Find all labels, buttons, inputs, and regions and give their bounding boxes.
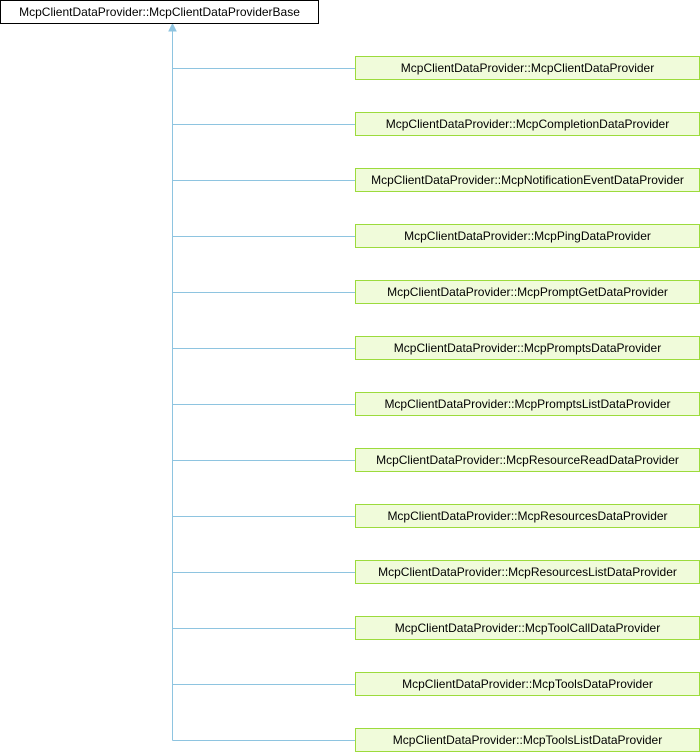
derived-class-node[interactable]: McpClientDataProvider::McpToolCallDataPr… <box>355 616 700 640</box>
derived-class-node[interactable]: McpClientDataProvider::McpClientDataProv… <box>355 56 700 80</box>
base-class-node[interactable]: McpClientDataProvider::McpClientDataProv… <box>0 0 319 24</box>
derived-class-node[interactable]: McpClientDataProvider::McpToolsDataProvi… <box>355 672 700 696</box>
derived-class-node[interactable]: McpClientDataProvider::McpPingDataProvid… <box>355 224 700 248</box>
inheritance-arrowhead-icon <box>168 22 177 32</box>
derived-class-node[interactable]: McpClientDataProvider::McpNotificationEv… <box>355 168 700 192</box>
derived-class-node[interactable]: McpClientDataProvider::McpResourcesListD… <box>355 560 700 584</box>
derived-class-node[interactable]: McpClientDataProvider::McpPromptsListDat… <box>355 392 700 416</box>
derived-class-node[interactable]: McpClientDataProvider::McpToolsListDataP… <box>355 728 700 752</box>
derived-class-node[interactable]: McpClientDataProvider::McpResourceReadDa… <box>355 448 700 472</box>
derived-class-node[interactable]: McpClientDataProvider::McpResourcesDataP… <box>355 504 700 528</box>
derived-class-node[interactable]: McpClientDataProvider::McpCompletionData… <box>355 112 700 136</box>
derived-class-node[interactable]: McpClientDataProvider::McpPromptsDataPro… <box>355 336 700 360</box>
derived-class-node[interactable]: McpClientDataProvider::McpPromptGetDataP… <box>355 280 700 304</box>
